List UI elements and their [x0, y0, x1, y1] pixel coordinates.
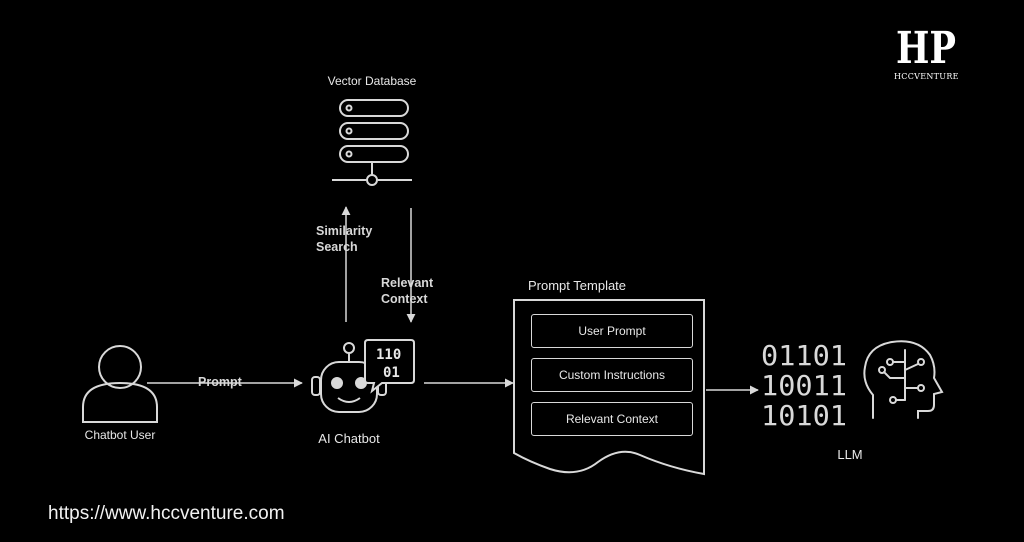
vector-database-label: Vector Database — [327, 74, 417, 88]
prompt-template-document — [513, 299, 705, 476]
binary-row-2: 10011 — [761, 369, 847, 402]
binary-row-3: 10101 — [761, 399, 847, 432]
template-item-relevant-context: Relevant Context — [531, 402, 693, 436]
edge-label-similarity-1: Similarity — [316, 224, 373, 238]
chatbot-user-label: Chatbot User — [84, 428, 156, 442]
user-icon — [82, 345, 158, 423]
prompt-template-label: Prompt Template — [528, 278, 627, 293]
ai-brain-icon — [863, 340, 944, 419]
chatbot-screen-line-1: 110 — [376, 347, 401, 363]
edge-label-relevant-1: Relevant — [381, 276, 434, 290]
chatbot-screen-line-2: 01 — [383, 365, 400, 381]
edge-label-relevant-2: Context — [381, 292, 428, 306]
speech-bubble-icon — [364, 339, 415, 394]
robot-icon — [311, 342, 387, 413]
ai-chatbot-label: AI Chatbot — [318, 431, 380, 446]
database-icon — [332, 99, 412, 186]
binary-row-1: 01101 — [761, 339, 847, 372]
template-item-custom-instructions: Custom Instructions — [531, 358, 693, 392]
logo-monogram: HP — [896, 23, 956, 74]
hccventure-logo: HP — [896, 23, 956, 74]
edge-label-similarity-2: Search — [316, 240, 358, 254]
logo-wordmark: HCCVENTURE — [894, 72, 959, 81]
llm-label: LLM — [837, 447, 863, 462]
edge-label-prompt: Prompt — [198, 375, 242, 389]
footer-url: https://www.hccventure.com — [48, 503, 285, 524]
template-item-user-prompt: User Prompt — [531, 314, 693, 348]
